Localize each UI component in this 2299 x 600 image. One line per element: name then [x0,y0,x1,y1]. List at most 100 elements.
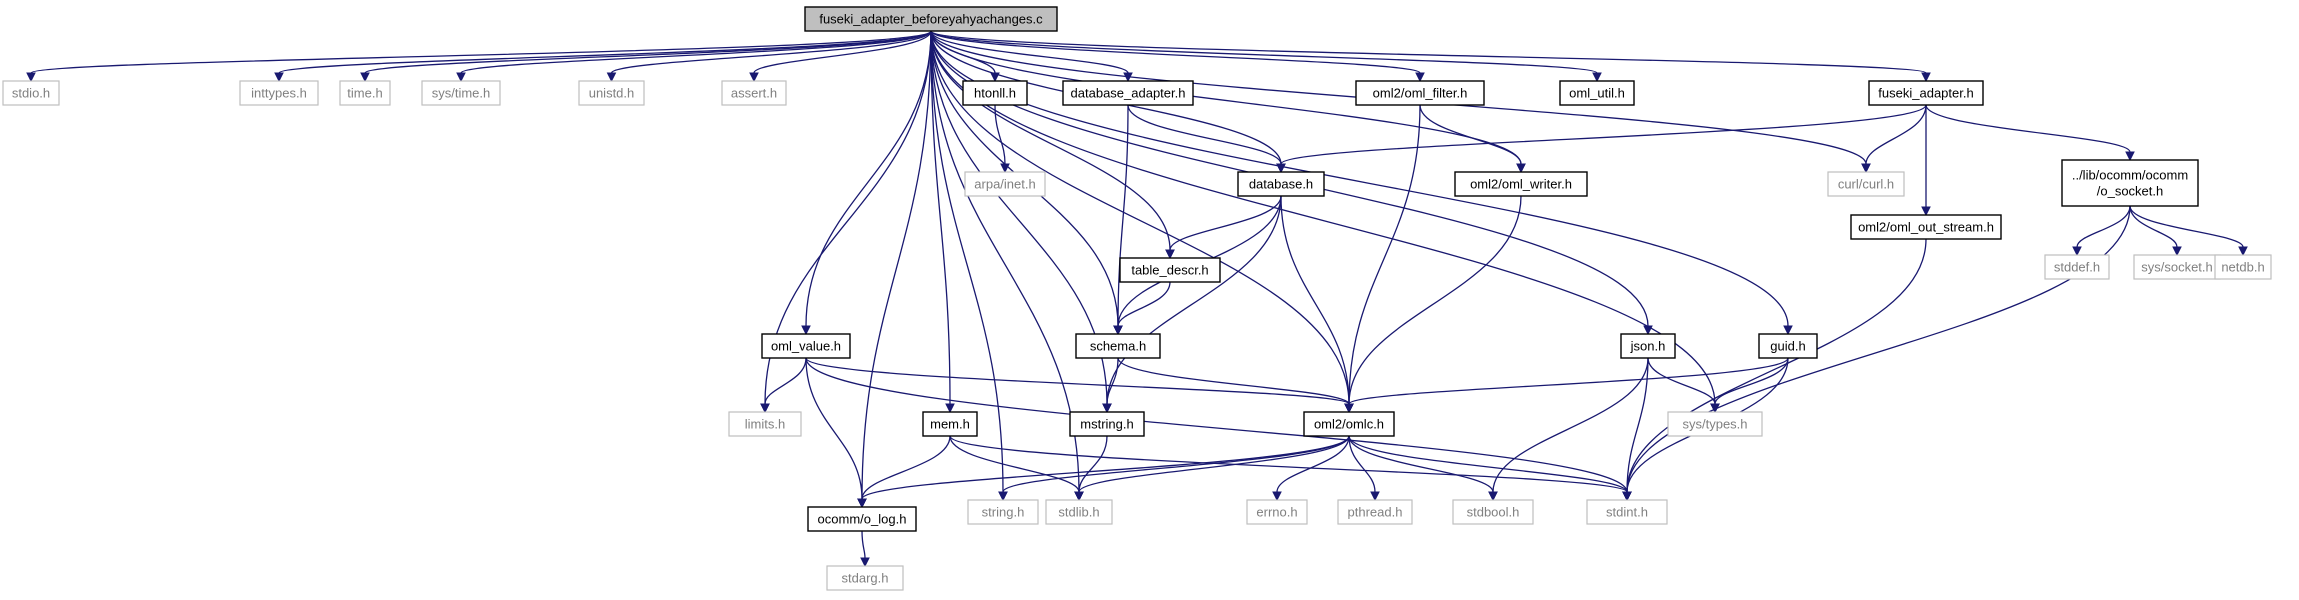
node-label: htonll.h [974,86,1016,101]
node-guid[interactable]: guid.h [1758,333,1818,359]
node-root[interactable]: fuseki_adapter_beforeyahyachanges.c [804,6,1058,32]
edge-root-to-stdio [26,30,932,83]
node-label: limits.h [745,417,785,432]
edge-omlout-to-stdint [1622,238,1927,502]
node-label: ocomm/o_log.h [818,512,907,527]
edge-guid-to-omlc [1344,357,1789,414]
edge-root-to-omlvalue [801,30,932,336]
edge-omlc-to-errno [1272,435,1350,502]
edge-json-to-systypes [1647,357,1720,414]
node-box [922,411,978,437]
node-inttypes: inttypes.h [239,80,319,106]
node-stdbool: stdbool.h [1452,499,1534,525]
node-box [721,80,787,106]
node-database[interactable]: database.h [1237,171,1325,197]
node-omlvalue[interactable]: oml_value.h [761,333,851,359]
node-box [728,411,802,437]
node-json[interactable]: json.h [1620,333,1676,359]
node-label: stdint.h [1606,505,1648,520]
node-label: mem.h [930,417,970,432]
node-mstring[interactable]: mstring.h [1069,411,1145,437]
node-box [339,80,391,106]
node-box [967,499,1039,525]
edge-omlfilter-to-omlwriter [1419,104,1526,174]
node-omlwriter[interactable]: oml2/oml_writer.h [1454,171,1588,197]
node-netdb: netdb.h [2214,254,2272,280]
node-schema[interactable]: schema.h [1075,333,1161,359]
node-box [1454,171,1588,197]
node-label: stdbool.h [1467,505,1520,520]
node-ologh[interactable]: ocomm/o_log.h [807,506,917,532]
node-stdlib: stdlib.h [1045,499,1113,525]
edge-omlvalue-to-limits [760,357,807,414]
node-omlfilter[interactable]: oml2/oml_filter.h [1355,80,1485,106]
node-unistd: unistd.h [578,80,645,106]
node-omlutil[interactable]: oml_util.h [1559,80,1635,106]
node-stdio: stdio.h [2,80,60,106]
node-box [807,506,917,532]
node-box [239,80,319,106]
edge-osocket-to-stdint [1622,205,2131,502]
node-label: unistd.h [589,86,635,101]
node-stddef: stddef.h [2044,254,2110,280]
edge-omlwriter-to-omlc [1344,195,1522,414]
node-errno: errno.h [1246,499,1308,525]
node-box [1119,257,1221,283]
node-label: inttypes.h [251,86,307,101]
node-fuseki[interactable]: fuseki_adapter.h [1868,80,1984,106]
edge-root-to-mem [930,30,955,414]
node-osocket[interactable]: ../lib/ocomm/ocomm/o_socket.h [2061,159,2199,207]
node-label: oml2/oml_out_stream.h [1858,220,1994,235]
node-label: oml2/oml_writer.h [1470,177,1572,192]
node-box [1868,80,1984,106]
edge-omlvalue-to-ologh [805,357,867,509]
node-label: oml_util.h [1569,86,1625,101]
edge-root-to-fuseki [930,30,1931,83]
node-label: stdlib.h [1058,505,1099,520]
edge-omlc-to-stdbool [1348,435,1498,502]
edge-root-to-time [360,30,932,83]
node-label: sys/time.h [432,86,491,101]
node-label: json.h [1630,339,1666,354]
node-tabledescr[interactable]: table_descr.h [1119,257,1221,283]
edge-database-to-omlc [1280,195,1354,414]
node-box [1667,411,1763,437]
node-mem[interactable]: mem.h [922,411,978,437]
node-curl: curl/curl.h [1827,171,1905,197]
node-htonll[interactable]: htonll.h [962,80,1028,106]
node-label: oml2/oml_filter.h [1373,86,1468,101]
node-label: assert.h [731,86,777,101]
node-box [2214,254,2272,280]
edge-omlc-to-ologh [857,435,1350,509]
node-label: curl/curl.h [1838,177,1894,192]
node-box [804,6,1058,32]
node-label: pthread.h [1348,505,1403,520]
node-label: sys/socket.h [2141,260,2213,275]
node-omlout[interactable]: oml2/oml_out_stream.h [1850,214,2002,240]
node-box [2044,254,2110,280]
node-box [1827,171,1905,197]
node-box [1303,411,1395,437]
edge-root-to-assert [749,30,932,83]
edge-mem-to-stdint [949,435,1632,502]
edge-fuseki-to-osocket [1925,104,2135,162]
edge-omlc-to-stdint [1348,435,1632,502]
node-omlc[interactable]: oml2/omlc.h [1303,411,1395,437]
edge-tabledescr-to-schema [1113,281,1171,336]
node-pthread: pthread.h [1337,499,1413,525]
edge-root-to-omlfilter [930,30,1425,83]
edge-osocket-to-syssocket [2129,205,2182,257]
node-label: stdarg.h [842,571,889,586]
node-box [1062,80,1194,106]
node-label: time.h [347,86,382,101]
node-box [2061,159,2199,207]
edge-json-to-stdbool [1488,357,1649,502]
edge-root-to-omlutil [930,30,1602,83]
node-box [1237,171,1325,197]
node-box [1559,80,1635,106]
edge-schema-to-mstring [1102,357,1119,414]
node-box [964,171,1046,197]
node-label: errno.h [1256,505,1297,520]
node-dbadapter[interactable]: database_adapter.h [1062,80,1194,106]
edge-omlc-to-stdlib [1074,435,1350,502]
